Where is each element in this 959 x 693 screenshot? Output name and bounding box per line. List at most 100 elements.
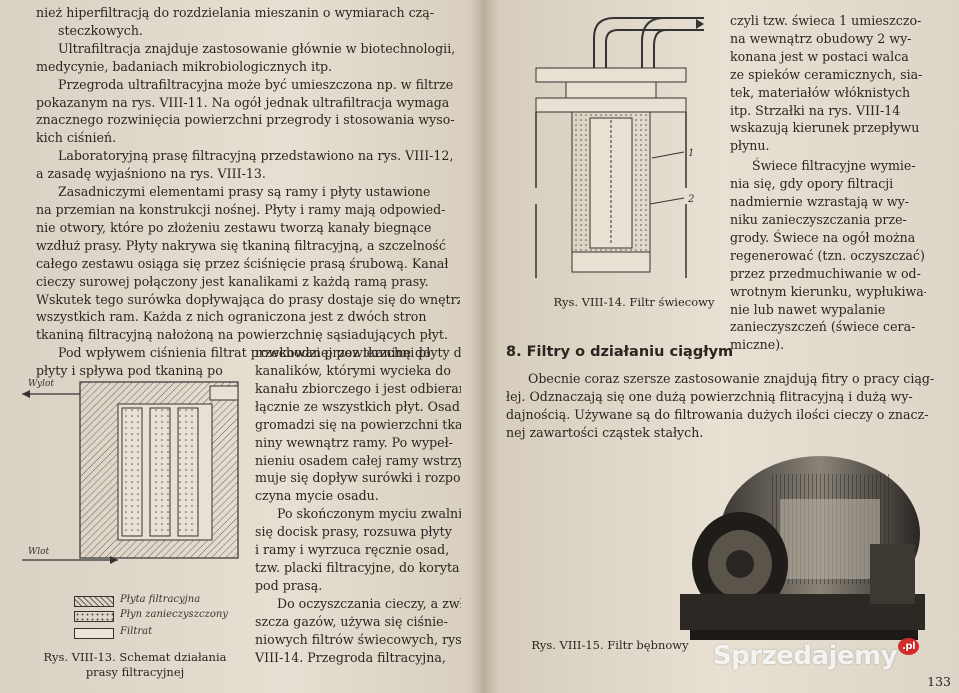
text-line: i ramy i wyrzuca ręcznie osad,	[255, 542, 450, 558]
legend-label-plate: Płyta filtracyjna	[120, 594, 201, 605]
text-line: się docisk prasy, rozsuwa płyty	[255, 524, 452, 540]
watermark-text: Sprzedajemy	[712, 641, 898, 671]
section-heading: 8. Filtry o działaniu ciągłym	[506, 344, 734, 360]
para-pod-wplywem: Pod wpływem ciśnienia filtrat przechodzi…	[36, 344, 460, 380]
candle-filter-diagram: 1 2	[535, 17, 704, 278]
text-line: Zasadniczymi elementami prasy są ramy i …	[58, 184, 431, 200]
text-line: niowych filtrów świecowych, rys.	[255, 631, 461, 647]
para-obecnie: Obecnie coraz szersze zastosowanie znajd…	[506, 370, 934, 442]
text-line: kanalików, którymi wycieka do	[255, 363, 451, 379]
text-line: muje się dopływ surówki i rozpo-	[255, 470, 461, 486]
figure15-caption: Rys. VIII-15. Filtr bębnowy	[531, 638, 689, 652]
para-ultrafiltracja: Ultrafiltracja znajduje zastosowanie głó…	[36, 40, 460, 76]
text-line: nie otwory, które po złożeniu zestawu tw…	[36, 219, 432, 235]
text-line: kich ciśnień.	[36, 130, 117, 146]
text-line: Obecnie coraz szersze zastosowanie znajd…	[528, 371, 934, 386]
text-line: na wewnątrz obudowy 2 wy-	[730, 30, 912, 46]
text-line: nadmiernie wzrastają w wy-	[730, 194, 910, 210]
text-line: nież hiperfiltracją do rozdzielania mies…	[36, 5, 435, 20]
para-rowkowanej: rowkowanej powierzchni płyty do kanalikó…	[255, 344, 461, 505]
text-line: łej. Odznaczają się one dużą powierzchni…	[506, 388, 913, 404]
para-prasa-lab: Laboratoryjną prasę filtracyjną przedsta…	[36, 147, 460, 183]
text-line: Ultrafiltracja znajduje zastosowanie głó…	[58, 40, 456, 56]
text-line: szcza gazów, używa się ciśnie-	[255, 613, 448, 629]
text-line: nej zawartości cząstek stałych.	[506, 424, 704, 440]
figure-drum-filter-photo	[680, 444, 930, 644]
label-candle: 1	[688, 148, 694, 159]
para-hiperfiltracja: nież hiperfiltracją do rozdzielania mies…	[36, 4, 460, 40]
figure13-caption: Rys. VIII-13. Schemat działania prasy fi…	[24, 650, 246, 680]
right-narrow-text: czyli tzw. świeca 1 umieszczo- na wewnąt…	[730, 12, 926, 354]
text-line: itp. Strzałki na rys. VIII-14	[730, 102, 901, 118]
text-line: dajnością. Używane są do filtrowania duż…	[506, 406, 929, 422]
legend-label-contaminated: Płyn zanieczyszczony	[120, 609, 228, 620]
text-line: czyna mycie osadu.	[255, 488, 379, 504]
watermark-badge: .pl	[898, 638, 919, 655]
filter-press-diagram: Wylot Wlot	[22, 379, 239, 564]
para-zasadniczymi: Zasadniczymi elementami prasy są ramy i …	[36, 183, 460, 344]
legend-swatch-filtrate	[74, 628, 114, 639]
para-swiece-wymienia: Świece filtracyjne wymie- nia się, gdy o…	[730, 157, 926, 354]
text-line: Świece filtracyjne wymie-	[752, 158, 916, 174]
text-line: nieniu osadem całej ramy wstrzy-	[255, 452, 461, 468]
text-line: steczkowych.	[58, 22, 143, 38]
text-line: nie lub nawet wypalanie	[730, 301, 886, 317]
text-line: niku zanieczyszczania prze-	[730, 211, 907, 227]
figure-filter-press-schematic: Wylot Wlot	[22, 372, 250, 584]
text-line: niny wewnątrz ramy. Po wypeł-	[255, 434, 453, 450]
outlet-label: Wylot	[28, 379, 54, 389]
text-line: Po skończonym myciu zwalnia	[277, 506, 461, 522]
left-page: nież hiperfiltracją do rozdzielania mies…	[22, 4, 461, 680]
left-top-text: nież hiperfiltracją do rozdzielania mies…	[36, 4, 460, 380]
text-line: znacznego rozwinięcia powierzchni przegr…	[36, 112, 455, 128]
text-line: VIII-14. Przegroda filtracyjna,	[255, 649, 446, 665]
text-line: całego zestawu osiąga się przez ściśnięc…	[36, 255, 449, 271]
figure14-caption: Rys. VIII-14. Filtr świecowy	[553, 295, 715, 309]
legend-swatch-contaminated	[74, 611, 114, 622]
figure-candle-filter: 1 2	[524, 8, 734, 288]
text-line: gromadzi się na powierzchni tka-	[255, 416, 461, 432]
text-line: tek, materiałów włóknistych	[730, 84, 911, 100]
site-watermark-logo: Sprzedajemy.pl	[712, 638, 919, 671]
label-housing: 2	[687, 194, 694, 205]
text-line: ze spieków ceramicznych, sia-	[730, 66, 923, 82]
text-line: wzdłuż prasy. Płyty nakrywa się tkaniną …	[36, 237, 446, 253]
text-line: pokazanym na rys. VIII-11. Na ogół jedna…	[36, 94, 450, 110]
text-line: nia się, gdy opory filtracji	[730, 176, 894, 192]
para-swieca: czyli tzw. świeca 1 umieszczo- na wewnąt…	[730, 12, 926, 155]
text-line: a zasadę wyjaśniono na rys. VIII-13.	[36, 166, 266, 182]
text-line: rowkowanej powierzchni płyty do	[255, 345, 461, 361]
legend-swatch-plate	[74, 596, 114, 607]
text-line: regenerować (tzn. oczyszczać)	[730, 247, 925, 263]
inlet-label: Wlot	[28, 547, 50, 557]
text-line: miczne).	[730, 337, 785, 353]
drum-filter-illustration	[680, 456, 925, 640]
text-line: tzw. placki filtracyjne, do koryta	[255, 559, 460, 575]
text-line: pod prasą.	[255, 577, 323, 593]
para-do-oczyszczania: Do oczyszczania cieczy, a zwła- szcza ga…	[255, 595, 461, 667]
text-line: Do oczyszczania cieczy, a zwła-	[277, 595, 461, 611]
text-line: wrotnym kierunku, wypłukiwa-	[730, 283, 926, 299]
text-line: tkaniną filtracyjną nałożoną na powierzc…	[36, 327, 448, 343]
text-line: grody. Świece na ogół można	[730, 229, 916, 245]
caption-line: Rys. VIII-13. Schemat działania	[43, 650, 227, 664]
text-line: Wskutek tego surówka dopływająca do pras…	[36, 291, 460, 307]
text-line: medycynie, badaniach mikrobiologicznych …	[36, 58, 333, 74]
text-line: na przemian na konstrukcji nośnej. Płyty…	[36, 201, 446, 217]
caption-line: prasy filtracyjnej	[85, 665, 185, 679]
text-line: Przegroda ultrafiltracyjna może być umie…	[58, 76, 454, 92]
text-line: wskazują kierunek przepływu	[730, 120, 920, 136]
text-line: czyli tzw. świeca 1 umieszczo-	[730, 13, 922, 28]
text-line: płynu.	[730, 138, 770, 154]
right-wide-text: Obecnie coraz szersze zastosowanie znajd…	[506, 370, 934, 442]
text-line: Pod wpływem ciśnienia filtrat przechodzi…	[58, 345, 431, 361]
text-line: przez przedmuchiwanie w od-	[730, 265, 921, 281]
text-line: wszystkich ram. Każda z nich ograniczona…	[36, 309, 427, 325]
text-line: konana jest w postaci walca	[730, 48, 909, 64]
text-line: Laboratoryjną prasę filtracyjną przedsta…	[58, 148, 454, 164]
text-line: zanieczyszczeń (świece cera-	[730, 319, 916, 335]
right-page: 1 2 Rys. VIII-14. Filtr świecowy czyli t…	[490, 0, 959, 693]
left-narrow-text: rowkowanej powierzchni płyty do kanalikó…	[255, 345, 461, 667]
text-line: kanału zbiorczego i jest odbierany	[255, 380, 461, 396]
